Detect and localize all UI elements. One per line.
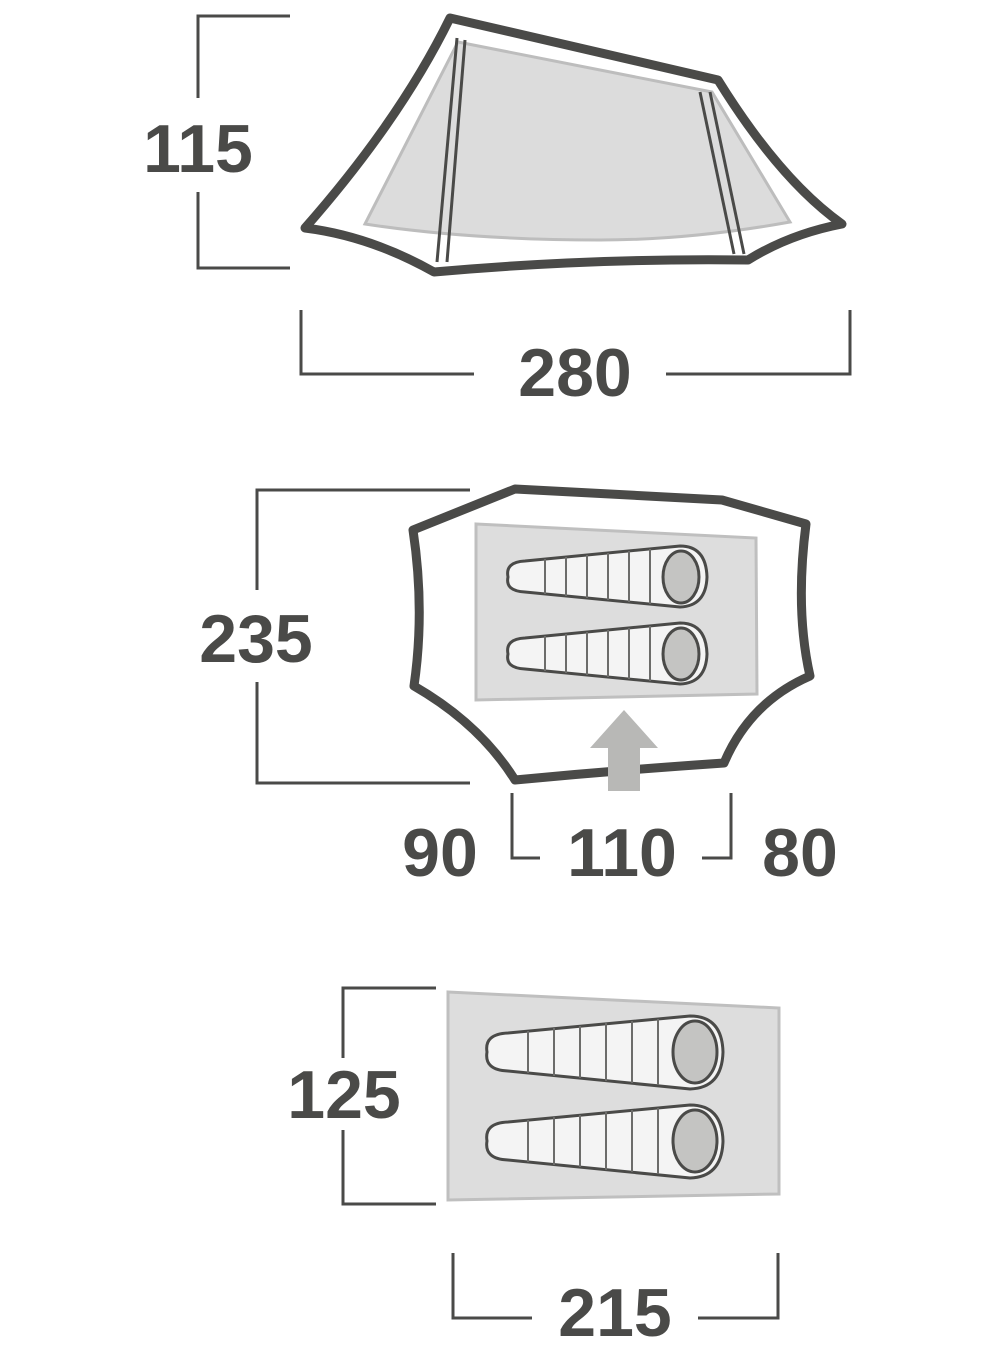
top-depth-label: 235 [199, 601, 312, 677]
side-front-pole [435, 37, 467, 263]
top-sleeping-bag-1 [506, 544, 709, 609]
entrance-arrow-icon [590, 710, 658, 791]
inner-length-label: 215 [558, 1275, 671, 1351]
inner-width-bracket [341, 986, 436, 1206]
side-view: 115 280 [143, 13, 852, 411]
side-rear-pole [698, 91, 746, 255]
top-view: 235 [199, 484, 838, 891]
inner-length-bracket [451, 1253, 780, 1320]
top-vestibule-left-label: 90 [402, 815, 478, 891]
top-fly-outline [408, 484, 815, 785]
side-height-bracket [196, 14, 290, 270]
top-depth-bracket [255, 488, 470, 785]
side-fly-outline [300, 13, 847, 277]
side-inner-mesh [362, 40, 793, 242]
top-sleeping-bag-2 [506, 621, 709, 686]
top-inner-length-label: 110 [567, 815, 677, 891]
inner-width-label: 125 [287, 1057, 400, 1133]
side-length-label: 280 [518, 335, 631, 411]
top-vestibule-right-label: 80 [762, 815, 838, 891]
inner-tent-view: 125 [287, 986, 781, 1351]
inner-sleeping-bag-1 [485, 1014, 725, 1091]
top-inner-length-bracket [510, 793, 733, 860]
inner-sleeping-bag-2 [485, 1103, 725, 1180]
side-length-bracket [299, 310, 852, 376]
side-height-label: 115 [143, 111, 253, 187]
